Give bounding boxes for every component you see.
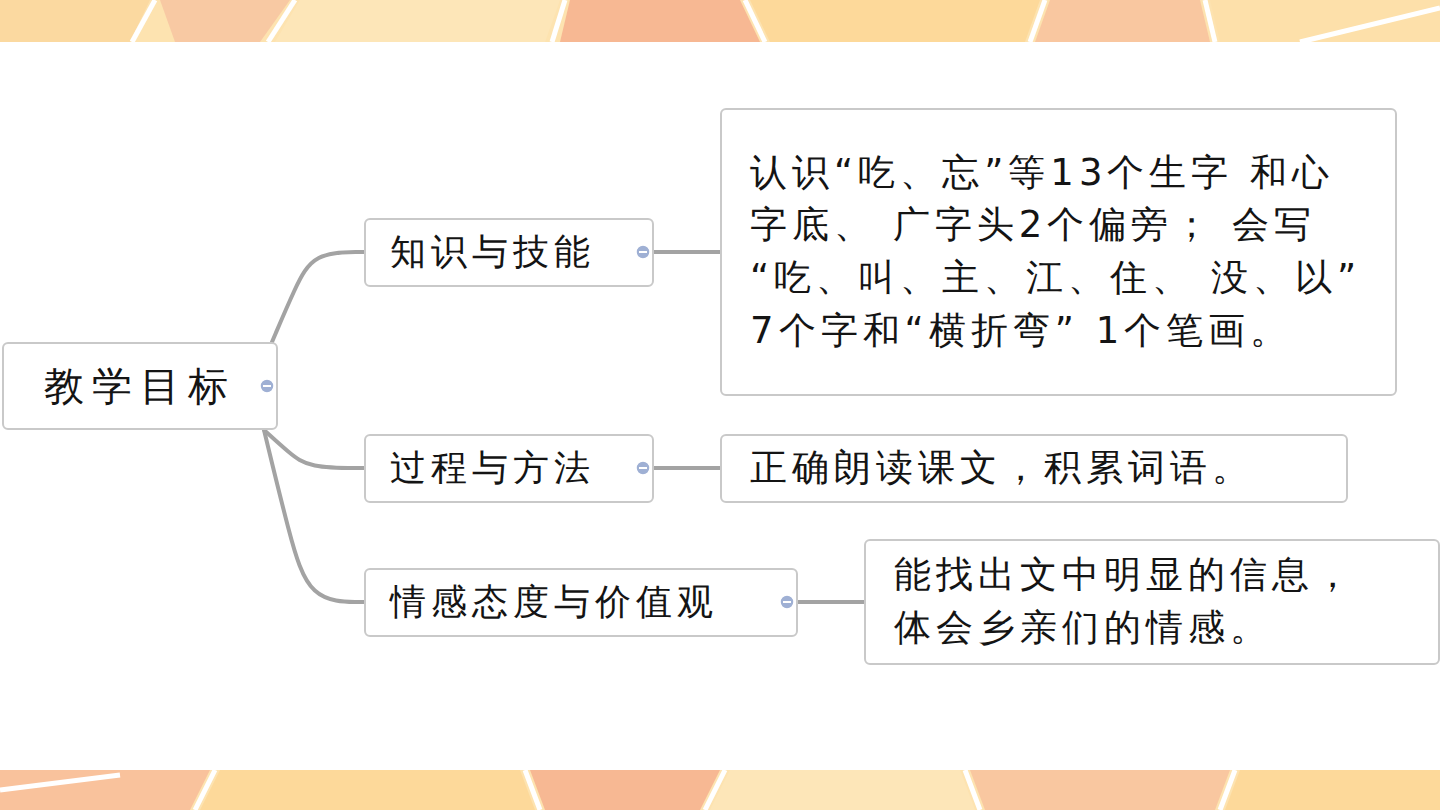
root-topic: 教学目标 (2, 342, 278, 430)
node-text: 能找出文中明显的信息， 体会乡亲们的情感。 (894, 549, 1408, 654)
node-text: 情感态度与价值观 (390, 576, 762, 627)
node-text: 教学目标 (44, 358, 236, 415)
branch-line (798, 600, 864, 604)
category-box: 知识与技能 (364, 218, 654, 287)
node-text: 过程与方法 (390, 442, 618, 493)
branch-line (272, 252, 364, 342)
node-text: 知识与技能 (390, 226, 618, 277)
node-text: 认识“吃、忘”等13个生字 和心字底、 广字头2个偏旁； 会写“吃、叫、主、江、… (750, 147, 1373, 357)
content-box: 正确朗读课文，积累词语。 (720, 434, 1348, 503)
branch-line (264, 430, 364, 468)
top-band (0, 0, 1440, 42)
node-text: 正确朗读课文，积累词语。 (750, 442, 1326, 495)
branch-line (654, 466, 720, 470)
bottom-band (0, 770, 1440, 810)
collapse-icon (636, 461, 650, 475)
collapse-icon (636, 245, 650, 259)
category-box: 过程与方法 (364, 434, 654, 503)
collapse-icon (260, 379, 274, 393)
content-box: 认识“吃、忘”等13个生字 和心字底、 广字头2个偏旁； 会写“吃、叫、主、江、… (720, 108, 1397, 396)
category-box: 情感态度与价值观 (364, 568, 798, 637)
branch-line (264, 430, 364, 602)
branch-line (654, 250, 720, 254)
content-box: 能找出文中明显的信息， 体会乡亲们的情感。 (864, 539, 1440, 664)
collapse-icon (780, 595, 794, 609)
